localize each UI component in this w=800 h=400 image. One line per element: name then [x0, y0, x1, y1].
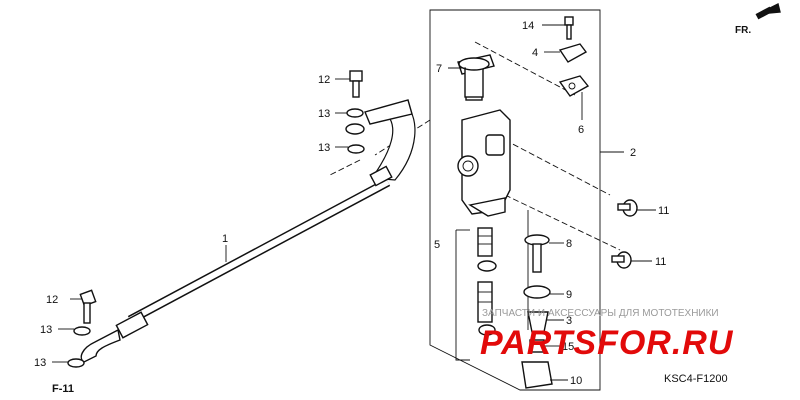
- screw-11-lower: [611, 251, 632, 269]
- clevis-10: [521, 361, 553, 389]
- bolt-12-upper: [349, 70, 363, 98]
- callout-11-lower: 11: [655, 256, 666, 268]
- callout-3: 3: [566, 315, 572, 327]
- callout-4: 4: [532, 47, 538, 59]
- washer-13-mid: [345, 123, 365, 135]
- guide-line: [504, 194, 621, 251]
- callout-9: 9: [566, 289, 572, 301]
- push-rod-8: [524, 234, 550, 273]
- callout-5: 5: [434, 239, 440, 251]
- callout-1: 1: [222, 233, 228, 245]
- callout-12-lower: 12: [46, 294, 58, 306]
- washer-13-bottom-upper: [73, 326, 91, 336]
- callout-15: 15: [562, 341, 574, 353]
- callout-12-upper: 12: [318, 74, 330, 86]
- bracket-5: [455, 230, 470, 361]
- diagram-code: KSC4-F1200: [664, 373, 728, 385]
- front-direction-arrow: [755, 2, 781, 20]
- watermark-brand: PARTSFOR.RU: [480, 324, 734, 362]
- guide-line: [504, 139, 611, 196]
- callout-13-bottom-upper: 13: [40, 324, 52, 336]
- callout-7: 7: [436, 63, 442, 75]
- section-reference: F-11: [52, 383, 74, 395]
- joint-7: [458, 57, 490, 98]
- bolt-12-lower: [79, 289, 97, 324]
- guide-line: [474, 41, 576, 96]
- callout-13-mid: 13: [318, 142, 330, 154]
- screw-14: [564, 16, 574, 40]
- watermark-tagline: ЗАПЧАСТИ И АКСЕССУАРЫ ДЛЯ МОТОТЕХНИКИ: [482, 308, 719, 319]
- callout-6: 6: [578, 124, 584, 136]
- callout-13-upper: 13: [318, 108, 330, 120]
- washer-13-lower: [347, 144, 365, 154]
- screw-11-upper: [617, 199, 638, 217]
- callout-11-upper: 11: [658, 205, 669, 217]
- washer-13-bottom-lower: [67, 358, 85, 368]
- cap-4: [558, 43, 588, 63]
- ring-9: [523, 285, 551, 299]
- piston-set-5: [477, 227, 497, 336]
- washer-13-upper: [346, 108, 364, 118]
- assembly-bracket: [429, 9, 601, 391]
- diaphragm-6: [558, 75, 590, 97]
- callout-2: 2: [630, 147, 636, 159]
- callout-13-bottom-lower: 13: [34, 357, 46, 369]
- callout-8: 8: [566, 238, 572, 250]
- callout-10: 10: [570, 375, 582, 387]
- boot-3: [527, 311, 549, 333]
- callout-14: 14: [522, 20, 534, 32]
- guide-line: [329, 159, 361, 176]
- direction-label: FR.: [735, 25, 751, 36]
- brake-hose: [80, 99, 416, 363]
